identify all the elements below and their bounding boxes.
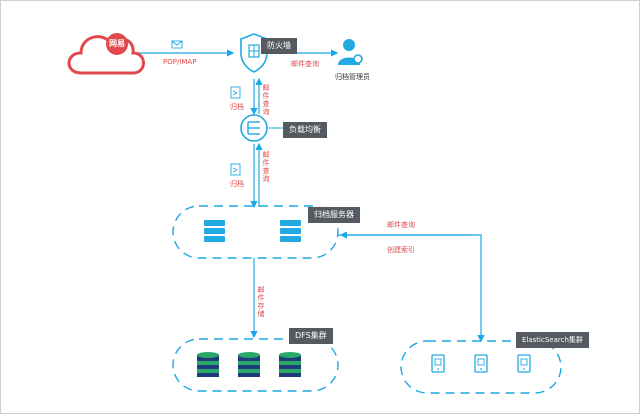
edge-label-mail-storage: 邮件存储 <box>257 286 265 318</box>
edge-label-archive-1: 归档 <box>230 103 244 111</box>
database-icon <box>197 352 219 377</box>
es-cluster-group <box>400 340 562 394</box>
admin-user-icon <box>338 39 363 65</box>
edge-label-mail-query-v2: 邮件查询 <box>262 151 270 183</box>
edge-label-mail-query-v1: 邮件查询 <box>262 84 270 116</box>
edge-label-mail-query-top: 邮件查询 <box>291 60 319 68</box>
server-icon <box>204 220 225 242</box>
load-balancer-icon <box>240 114 268 142</box>
dfs-cluster-tag: DFS集群 <box>289 328 333 344</box>
envelope-icon <box>171 40 183 49</box>
document-icon <box>230 86 241 99</box>
admin-label: 归档管理员 <box>335 73 370 81</box>
server-icon <box>280 220 301 242</box>
edge-label-archive-2: 归档 <box>230 180 244 188</box>
edge-label-create-index: 创建索引 <box>387 246 415 254</box>
device-icon <box>431 354 445 373</box>
archive-server-tag: 归档服务器 <box>308 207 360 223</box>
cloud-label: 网易 <box>109 39 125 48</box>
edge-label-pop-imap: POP/IMAP <box>163 58 197 66</box>
es-cluster-tag: ElasticSearch集群 <box>516 332 589 348</box>
archive-server-group <box>172 205 339 259</box>
document-icon-2 <box>230 163 241 176</box>
device-icon <box>517 354 531 373</box>
firewall-tag: 防火墙 <box>261 38 297 54</box>
dfs-cluster-group <box>172 338 339 392</box>
database-icon <box>238 352 260 377</box>
load-balancer-tag: 负载均衡 <box>283 122 327 138</box>
device-icon <box>474 354 488 373</box>
cloud-icon <box>67 33 145 75</box>
firewall-shield-icon <box>240 33 268 73</box>
edge-label-mail-query-es: 邮件查询 <box>387 221 415 229</box>
database-icon <box>279 352 301 377</box>
